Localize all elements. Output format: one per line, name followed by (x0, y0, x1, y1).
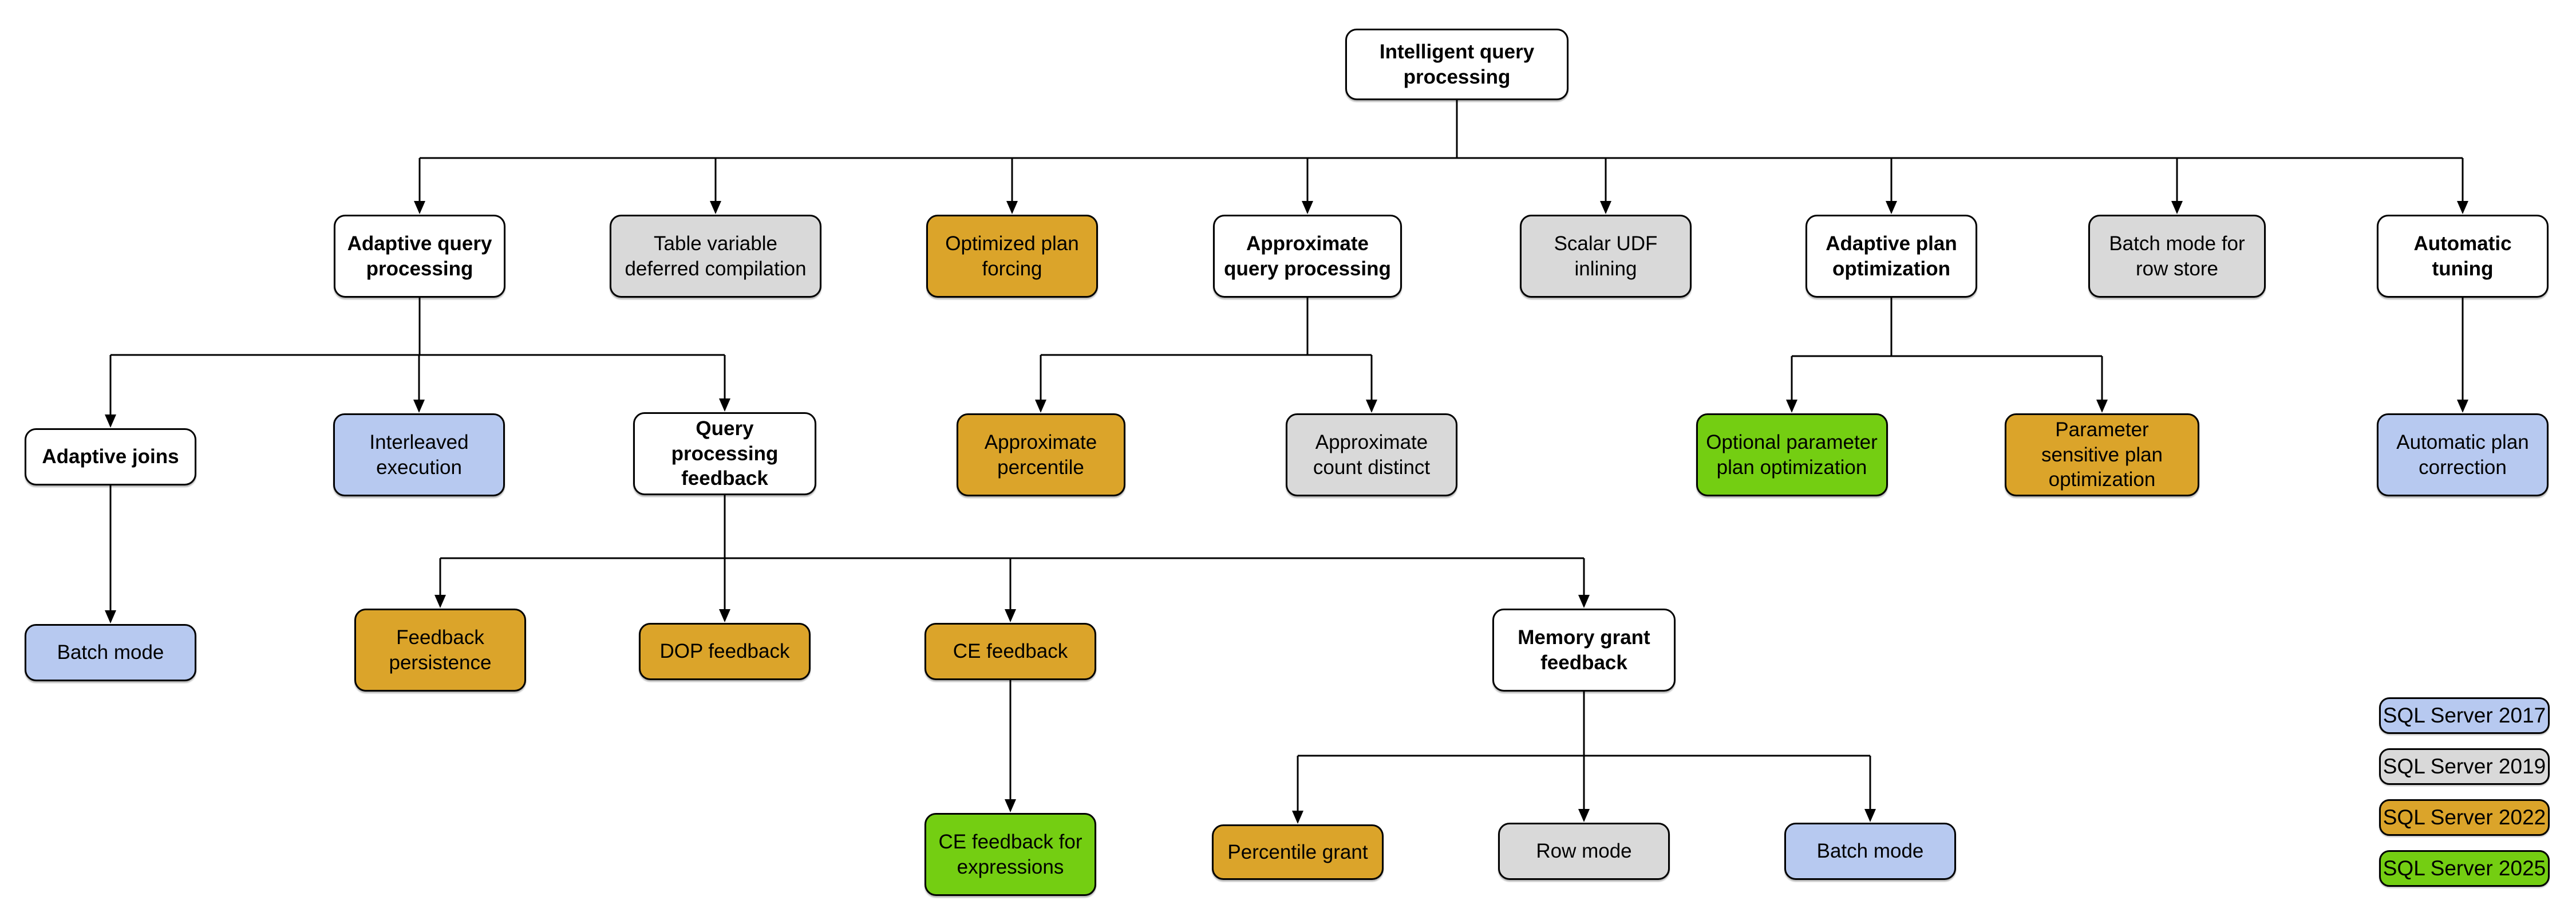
node-label: DOP feedback (659, 640, 790, 663)
legend-label: SQL Server 2017 (2383, 704, 2546, 727)
legend-label: SQL Server 2022 (2383, 806, 2546, 829)
node-label: Approximate query processing (1224, 232, 1391, 280)
node-label: Optional parameter plan optimization (1706, 431, 1878, 479)
node-automatic-plan-correction: Automatic plan correction (2377, 413, 2549, 496)
node-parameter-sensitive-plan-optimization: Parameter sensitive plan optimization (2005, 413, 2199, 496)
node-label: Optimized plan forcing (945, 232, 1079, 280)
node-label: Adaptive joins (42, 445, 179, 468)
node-label: Automatic plan correction (2396, 431, 2529, 479)
legend-item-2022: SQL Server 2022 (2379, 799, 2550, 836)
node-optimized-plan-forcing: Optimized plan forcing (926, 215, 1098, 298)
node-label: Approximate percentile (984, 431, 1097, 479)
node-label: Query processing feedback (671, 417, 779, 490)
node-label: Memory grant feedback (1518, 626, 1650, 674)
node-scalar-udf-inlining: Scalar UDF inlining (1520, 215, 1692, 298)
node-approximate-percentile: Approximate percentile (956, 413, 1125, 496)
node-batch-mode-adaptive-joins: Batch mode (25, 624, 196, 681)
node-ce-feedback-for-expressions: CE feedback for expressions (924, 813, 1096, 896)
node-label: Parameter sensitive plan optimization (2041, 418, 2163, 491)
node-table-variable-deferred-compilation: Table variable deferred compilation (610, 215, 821, 298)
node-approximate-query-processing: Approximate query processing (1213, 215, 1402, 298)
node-ce-feedback: CE feedback (924, 623, 1096, 680)
node-label: Table variable deferred compilation (625, 232, 807, 280)
node-interleaved-execution: Interleaved execution (333, 413, 505, 496)
legend-item-2017: SQL Server 2017 (2379, 697, 2550, 734)
node-adaptive-plan-optimization: Adaptive plan optimization (1805, 215, 1977, 298)
node-adaptive-query-processing: Adaptive query processing (334, 215, 505, 298)
node-label: Batch mode for row store (2109, 232, 2245, 280)
node-percentile-grant: Percentile grant (1212, 824, 1384, 880)
node-feedback-persistence: Feedback persistence (354, 609, 526, 692)
node-batch-mode-for-row-store: Batch mode for row store (2088, 215, 2266, 298)
node-label: Feedback persistence (389, 626, 492, 674)
node-optional-parameter-plan-optimization: Optional parameter plan optimization (1696, 413, 1888, 496)
node-memory-grant-feedback: Memory grant feedback (1492, 609, 1676, 692)
node-label: Approximate count distinct (1313, 431, 1431, 479)
node-label: Interleaved execution (369, 431, 469, 479)
legend-label: SQL Server 2025 (2383, 856, 2546, 880)
node-approximate-count-distinct: Approximate count distinct (1286, 413, 1457, 496)
node-adaptive-joins: Adaptive joins (25, 428, 196, 485)
legend-item-2019: SQL Server 2019 (2379, 748, 2550, 785)
node-label: Row mode (1536, 840, 1632, 863)
node-label: CE feedback for expressions (938, 831, 1082, 878)
node-label: CE feedback (953, 640, 1068, 663)
node-label: Adaptive query processing (347, 232, 492, 280)
node-label: Scalar UDF inlining (1554, 232, 1658, 280)
node-row-mode: Row mode (1498, 823, 1670, 880)
node-label: Batch mode (57, 641, 164, 664)
legend-item-2025: SQL Server 2025 (2379, 850, 2550, 887)
node-label: Batch mode (1816, 840, 1924, 863)
node-automatic-tuning: Automatic tuning (2377, 215, 2549, 298)
node-dop-feedback: DOP feedback (639, 623, 811, 680)
node-intelligent-query-processing: Intelligent query processing (1345, 29, 1568, 100)
legend-label: SQL Server 2019 (2383, 755, 2546, 778)
node-label: Intelligent query processing (1379, 41, 1535, 88)
node-query-processing-feedback: Query processing feedback (633, 412, 816, 495)
node-label: Adaptive plan optimization (1826, 232, 1957, 280)
node-label: Percentile grant (1227, 840, 1368, 863)
node-label: Automatic tuning (2413, 232, 2512, 280)
node-batch-mode-memory-grant: Batch mode (1784, 823, 1956, 880)
